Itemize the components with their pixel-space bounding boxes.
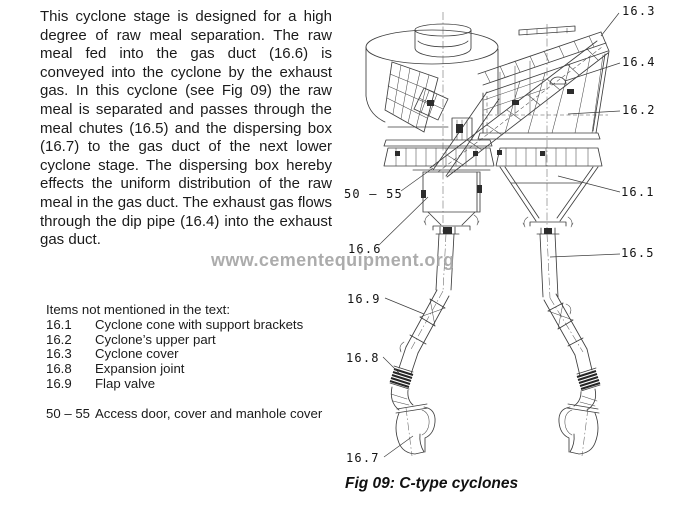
item-number: 16.3 [46,346,72,362]
callout-leader-lines [378,12,621,458]
item-label: Cyclone’s upper part [95,331,216,347]
item-number: 16.2 [46,331,72,347]
list-item: 16.2 Cyclone’s upper part [46,331,322,348]
callout-16-7: 16.7 [346,451,380,465]
left-leg-assembly [389,233,455,457]
callout-16-3: 16.3 [622,4,656,18]
callout-16-1: 16.1 [621,185,655,199]
list-item: 16.3 Cyclone cover [46,347,322,362]
callout-16-8: 16.8 [346,351,380,365]
item-number: 16.8 [46,361,72,377]
callout-50-55: 50 – 55 [344,187,403,201]
body-paragraph: This cyclone stage is designed for a hig… [40,8,332,249]
right-cyclone-upper-part [477,24,610,233]
callout-16-6: 16.6 [348,242,382,256]
item-number: 16.1 [46,316,72,332]
gas-duct-box [412,169,491,235]
item-label: Flap valve [95,375,156,391]
meal-chute-grating [384,61,449,133]
watermark: www.cementequipment.org [211,250,455,270]
left-cyclone-body [383,12,493,232]
item-number: 16.9 [46,375,72,391]
figure-caption: Fig 09: C-type cyclones [345,475,519,492]
items-list-heading: Items not mentioned in the text: [46,302,230,317]
callout-16-5: 16.5 [621,246,655,260]
list-item: 16.1 Cyclone cone with support brackets [46,316,322,333]
item-label: Cyclone cone with support brackets [95,316,304,332]
access-door-note: 50 – 55 Access door, cover and manhole c… [46,405,323,422]
right-leg-assembly [539,233,601,457]
list-item: 16.8 Expansion joint [46,361,322,377]
items-list: Items not mentioned in the text: 16.1 Cy… [46,302,323,422]
list-item: 16.9 Flap valve [46,375,322,392]
item-label: Expansion joint [95,361,185,377]
callout-16-2: 16.2 [622,103,656,117]
diagonal-gas-duct [429,40,609,178]
note-number: 50 – 55 [46,405,90,421]
right-cyclone-cone [499,166,599,235]
item-label: Cyclone cover [95,346,179,362]
support-skirts [383,147,603,167]
note-label: Access door, cover and manhole cover [95,405,323,421]
callout-16-9: 16.9 [347,292,381,306]
callout-16-4: 16.4 [622,55,656,69]
